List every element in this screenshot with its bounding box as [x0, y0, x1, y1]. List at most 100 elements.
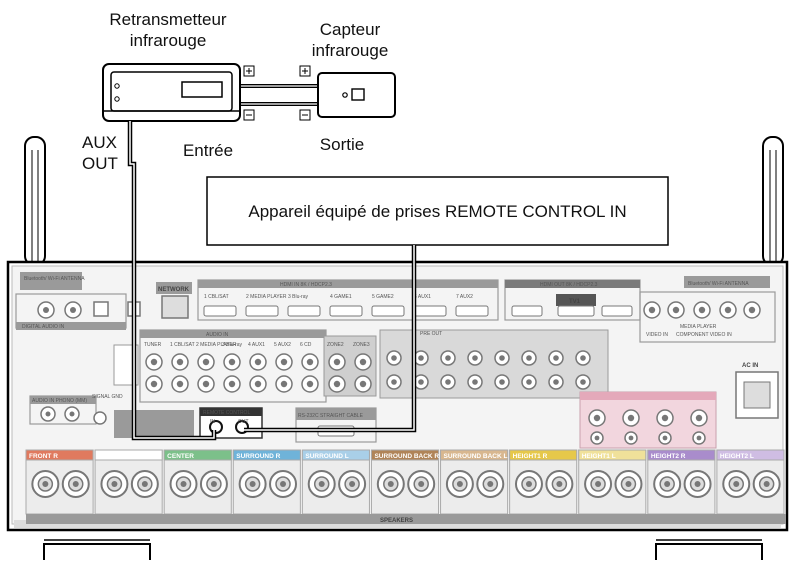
- svg-text:SURROUND L: SURROUND L: [305, 453, 348, 460]
- speaker-terminal-group: HEIGHT2 L: [717, 450, 784, 514]
- pre-out-jack: [495, 351, 509, 365]
- audio-input-jack: [302, 354, 318, 370]
- bt-antenna-right-label: Bluetooth/ Wi-Fi ANTENNA: [688, 281, 749, 287]
- remote-control-label: REMOTE CONTROL: [203, 410, 250, 416]
- aux-out-label: AUX OUT: [82, 132, 128, 174]
- terminal-markers: [244, 66, 310, 120]
- component-jack: [720, 302, 736, 318]
- height-pre-out-jack: [659, 432, 671, 444]
- pre-out-jack: [576, 351, 590, 365]
- av-receiver: 1 CBL/SAT2 MEDIA PLAYER3 Blu-ray4 GAME15…: [8, 262, 787, 560]
- audio-input-jack: [198, 376, 214, 392]
- antenna-left: [25, 137, 45, 265]
- svg-text:1 CBL/SAT: 1 CBL/SAT: [204, 294, 229, 300]
- pre-out-jack: [468, 351, 482, 365]
- pre-out-jack: [441, 351, 455, 365]
- component-jack: [694, 302, 710, 318]
- audio-input-label: TUNER: [144, 342, 162, 348]
- pre-out-jack: [441, 375, 455, 389]
- output-label: Sortie: [302, 134, 382, 155]
- height-pre-out-jack: [625, 432, 637, 444]
- speaker-terminal-group: FRONT L: [95, 450, 162, 514]
- pre-out-jack: [549, 351, 563, 365]
- network-label: NETWORK: [158, 287, 190, 293]
- speaker-terminal-group: HEIGHT1 R: [510, 450, 577, 514]
- ir-sensor-label: Capteur infrarouge: [295, 19, 405, 61]
- audio-input-jack: [224, 376, 240, 392]
- svg-text:FRONT R: FRONT R: [29, 453, 58, 460]
- height-pre-out-jack: [591, 432, 603, 444]
- media-player-label: MEDIA PLAYER: [680, 324, 717, 330]
- audio-input-jack: [172, 354, 188, 370]
- antenna-right: [763, 137, 783, 265]
- audio-input-jack: [302, 376, 318, 392]
- svg-text:6 AUX1: 6 AUX1: [414, 294, 431, 300]
- height-pre-out-jack: [691, 410, 707, 426]
- digital-audio-label: DIGITAL AUDIO IN: [22, 324, 65, 330]
- pre-out-jack: [522, 351, 536, 365]
- speaker-terminal-group: SURROUND BACK R: [371, 450, 439, 514]
- speaker-terminal-group: HEIGHT1 L: [579, 450, 646, 514]
- pre-out-jack: [387, 351, 401, 365]
- audio-input-jack: [276, 376, 292, 392]
- bt-antenna-left-label: Bluetooth/ Wi-Fi ANTENNA: [24, 276, 85, 282]
- speaker-terminal-group: SURROUND BACK L: [441, 450, 508, 514]
- height-pre-out-jack: [623, 410, 639, 426]
- ir-transmitter-device: [103, 64, 240, 121]
- speakers-label: SPEAKERS: [380, 518, 413, 524]
- hdmi-in-label: HDMI IN 8K / HDCP2.3: [280, 282, 332, 288]
- remote-in-label: IN: [210, 419, 215, 425]
- svg-text:CENTER: CENTER: [167, 453, 194, 460]
- audio-input-jack: [198, 354, 214, 370]
- ac-in-label: AC IN: [742, 363, 758, 369]
- svg-text:4 GAME1: 4 GAME1: [330, 294, 352, 300]
- ir-transmitter-label: Retransmetteur infrarouge: [92, 9, 244, 51]
- svg-text:3 Blu-ray: 3 Blu-ray: [288, 294, 309, 300]
- audio-input-jack: [224, 354, 240, 370]
- remote-device-label: Appareil équipé de prises REMOTE CONTROL…: [207, 201, 668, 222]
- zone-label: ZONE2: [327, 342, 344, 348]
- speaker-terminal-group: SURROUND R: [233, 450, 300, 514]
- pre-out-jack: [468, 375, 482, 389]
- audio-input-jack: [146, 376, 162, 392]
- component-video-label: COMPONENT VIDEO IN: [676, 332, 732, 338]
- audio-input-jack: [146, 354, 162, 370]
- audio-input-label: 1 CBL/SAT: [170, 342, 195, 348]
- svg-text:SURROUND BACK R: SURROUND BACK R: [374, 453, 439, 460]
- svg-text:5 GAME2: 5 GAME2: [372, 294, 394, 300]
- pre-out-jack: [387, 375, 401, 389]
- height-pre-out-jack: [657, 410, 673, 426]
- zone-jack: [329, 354, 345, 370]
- height-pre-out-jack: [693, 432, 705, 444]
- phono-label: AUDIO IN PHONO (MM): [32, 398, 87, 404]
- video-in-label: VIDEO IN: [646, 332, 668, 338]
- pre-out-jack: [495, 375, 509, 389]
- audio-input-label: 4 AUX1: [248, 342, 265, 348]
- speaker-terminal-group: CENTER: [164, 450, 231, 514]
- rs232c-label: RS-232C STRAIGHT CABLE: [298, 413, 364, 419]
- audio-input-label: 6 CD: [300, 342, 312, 348]
- svg-text:FRONT L: FRONT L: [98, 453, 126, 460]
- audio-input-label: 3 Blu-ray: [222, 342, 243, 348]
- svg-text:SURROUND R: SURROUND R: [236, 453, 280, 460]
- pre-out-jack: [549, 375, 563, 389]
- svg-text:SURROUND BACK L: SURROUND BACK L: [444, 453, 508, 460]
- component-jack: [744, 302, 760, 318]
- tv1-label: TV1: [569, 299, 581, 305]
- audio-input-label: 5 AUX2: [274, 342, 291, 348]
- audio-input-jack: [172, 376, 188, 392]
- svg-text:HEIGHT2 L: HEIGHT2 L: [720, 453, 754, 460]
- zone-label: ZONE3: [353, 342, 370, 348]
- speaker-terminal-group: FRONT R: [26, 450, 93, 514]
- svg-text:7 AUX2: 7 AUX2: [456, 294, 473, 300]
- remote-out-label: OUT: [238, 419, 249, 425]
- zone-jack: [355, 376, 371, 392]
- component-jack: [644, 302, 660, 318]
- pre-out-jack: [522, 375, 536, 389]
- zone-jack: [329, 376, 345, 392]
- audio-input-jack: [276, 354, 292, 370]
- speaker-terminal-group: HEIGHT2 R: [648, 450, 715, 514]
- input-label: Entrée: [168, 140, 248, 161]
- svg-text:HEIGHT1 L: HEIGHT1 L: [582, 453, 616, 460]
